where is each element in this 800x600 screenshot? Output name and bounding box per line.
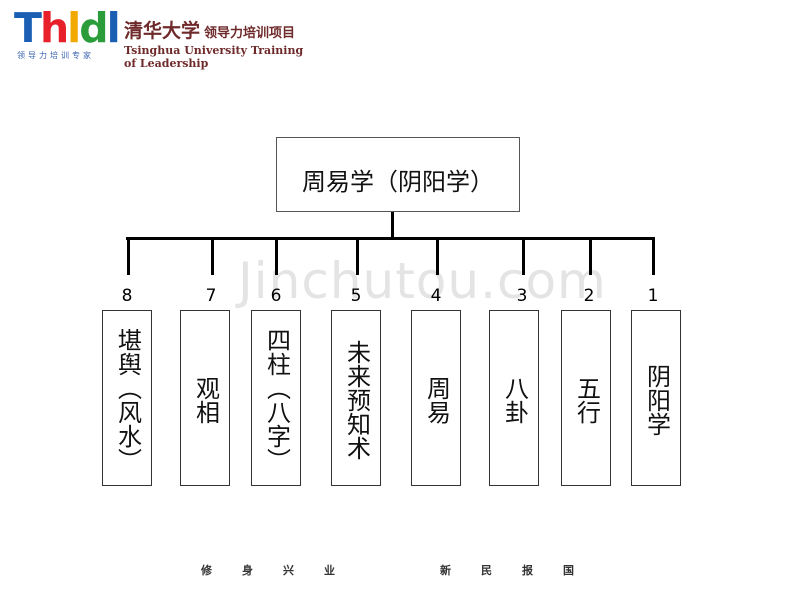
child-number: 4 (430, 286, 442, 306)
logo-letter: d (79, 4, 108, 52)
logo-letter: T (14, 4, 42, 52)
child-number: 8 (121, 286, 133, 306)
horizontal-bar (126, 237, 654, 240)
branch-line (275, 237, 278, 275)
child-label: 观相 (191, 375, 220, 424)
thldl-logo-mark: Thldl (14, 4, 121, 52)
child-label: 未来预知术 (342, 339, 371, 460)
child-node: 四柱（八字） (251, 310, 301, 486)
watermark: Jinchutou.com (238, 252, 607, 310)
footer: 修身兴业 新民报国 (0, 562, 800, 582)
child-node: 阴阳学 (631, 310, 681, 486)
branch-line (127, 237, 130, 275)
logo-tagline: 领导力培训专家 (17, 51, 94, 60)
child-label: 堪舆（风水） (113, 327, 142, 472)
footer-motto-left: 修身兴业 (201, 564, 365, 577)
logo-letter: l (106, 4, 121, 52)
root-stem (391, 212, 394, 239)
header-logo: Thldl 领导力培训专家 清华大学领导力培训项目 Tsinghua Unive… (14, 4, 314, 70)
child-label: 阴阳学 (642, 363, 671, 436)
logo-letter: h (39, 4, 69, 52)
child-node: 堪舆（风水） (102, 310, 152, 486)
child-label: 五行 (572, 375, 601, 424)
child-number: 3 (516, 286, 528, 306)
child-node: 五行 (561, 310, 611, 486)
child-number: 7 (205, 286, 217, 306)
child-label: 八卦 (500, 375, 529, 424)
child-node: 八卦 (489, 310, 539, 486)
child-number: 1 (647, 286, 659, 306)
branch-line (522, 237, 525, 275)
child-number: 2 (583, 286, 595, 306)
root-node: 周易学（阴阳学） (276, 137, 520, 212)
child-node: 周易 (411, 310, 461, 486)
program-name: 领导力培训项目 (204, 26, 296, 41)
school-name: 清华大学领导力培训项目 (124, 16, 295, 43)
child-number: 5 (350, 286, 362, 306)
branch-line (211, 237, 214, 275)
child-label: 四柱（八字） (262, 327, 291, 472)
child-label: 周易 (422, 375, 451, 424)
root-label: 周易学（阴阳学） (302, 168, 494, 196)
branch-line (589, 237, 592, 275)
footer-motto-right: 新民报国 (440, 564, 604, 577)
logo-letter: l (67, 4, 81, 52)
child-node: 观相 (180, 310, 230, 486)
child-node: 未来预知术 (331, 310, 381, 486)
branch-line (356, 237, 359, 275)
program-english: Tsinghua University Training of Leadersh… (124, 44, 304, 70)
child-number: 6 (270, 286, 282, 306)
branch-line (652, 237, 655, 275)
school-name-text: 清华大学 (124, 20, 201, 42)
branch-line (436, 237, 439, 275)
